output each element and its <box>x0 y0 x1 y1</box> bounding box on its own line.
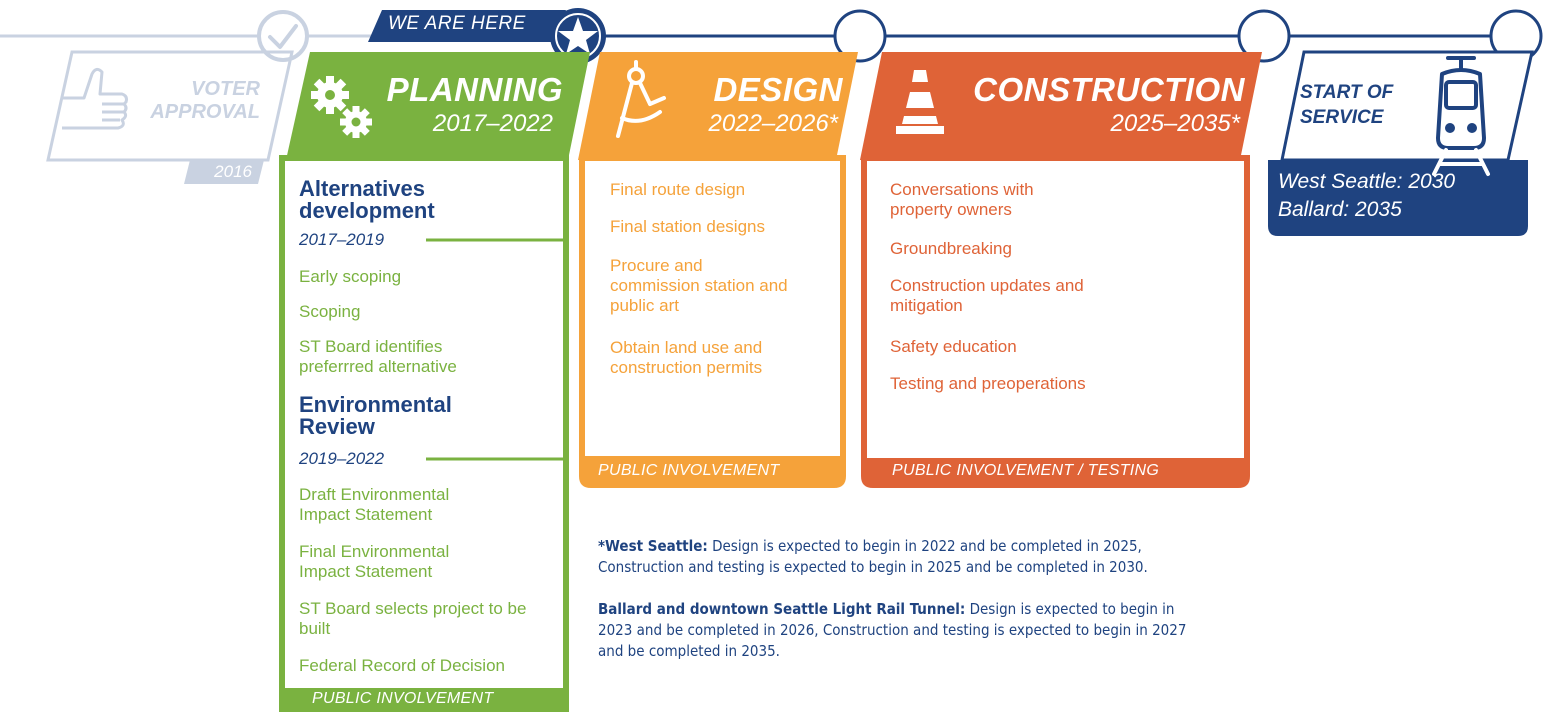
alternatives-development-heading: Alternatives development <box>299 176 435 223</box>
construction-item: Testing and preoperations <box>890 374 1086 393</box>
alternatives-development-years: 2017–2019 <box>299 230 385 249</box>
note-west-seattle-text: Design is expected to begin in 2022 and … <box>598 537 1148 576</box>
construction-title: CONSTRUCTION <box>973 71 1245 108</box>
design-item: Final route design <box>610 180 746 199</box>
checkmark-circle-icon <box>257 10 309 62</box>
milestone-circle-construction <box>1237 9 1291 63</box>
milestone-circle-design <box>833 9 887 63</box>
start-of-service-title: START OF SERVICE <box>1300 80 1420 130</box>
construction-footer: PUBLIC INVOLVEMENT / TESTING <box>892 462 1160 479</box>
design-footer: PUBLIC INVOLVEMENT <box>598 462 780 479</box>
service-west-seattle: West Seattle: 2030 <box>1278 170 1456 193</box>
thumbs-up-icon <box>62 67 128 130</box>
service-dates: West Seattle: 2030 Ballard: 2035 <box>1278 168 1523 224</box>
voter-title-line1: VOTER <box>191 78 260 100</box>
traffic-cone-icon <box>896 70 944 134</box>
voter-approval-title: VOTER APPROVAL <box>150 78 260 124</box>
planning-years: 2017–2022 <box>432 110 553 137</box>
note-ballard-label: Ballard and downtown Seattle Light Rail … <box>598 600 966 618</box>
light-rail-train-icon <box>1432 56 1490 176</box>
service-ballard: Ballard: 2035 <box>1278 198 1402 221</box>
construction-item: Safety education <box>890 337 1017 356</box>
planning-footer: PUBLIC INVOLVEMENT <box>312 690 494 707</box>
design-item: Procure and commission station and publi… <box>610 256 788 315</box>
construction-years: 2025–2035* <box>1110 110 1240 137</box>
construction-item: Construction updates and mitigation <box>890 276 1084 315</box>
service-title-line1: START OF <box>1300 82 1394 103</box>
note-west-seattle: *West Seattle: Design is expected to beg… <box>598 536 1158 578</box>
service-title-line2: SERVICE <box>1300 107 1384 128</box>
design-years: 2022–2026* <box>708 110 838 137</box>
planning-item: ST Board identifies preferrred alternati… <box>299 337 457 376</box>
construction-item: Conversations with property owners <box>890 180 1034 219</box>
star-icon <box>550 8 606 64</box>
voter-title-line2: APPROVAL <box>150 101 260 123</box>
note-ballard: Ballard and downtown Seattle Light Rail … <box>598 599 1188 662</box>
construction-item: Groundbreaking <box>890 239 1012 258</box>
planning-item: Early scoping <box>299 267 402 286</box>
planning-item: Federal Record of Decision <box>299 656 505 675</box>
design-item: Obtain land use and construction permits <box>610 338 763 377</box>
compass-icon <box>616 60 666 138</box>
planning-title: PLANNING <box>386 71 563 108</box>
design-item: Final station designs <box>610 217 765 236</box>
design-title: DESIGN <box>713 71 843 108</box>
note-west-seattle-label: *West Seattle: <box>598 537 708 555</box>
planning-item: Scoping <box>299 302 361 321</box>
note-ballard-text: Design is expected to begin in 2023 and … <box>598 600 1187 660</box>
planning-item: Final Environmental Impact Statement <box>299 542 450 581</box>
planning-item: ST Board selects project to be built <box>299 599 527 638</box>
environmental-review-years: 2019–2022 <box>299 449 385 468</box>
planning-item: Draft Environmental Impact Statement <box>299 485 450 524</box>
we-are-here-label: WE ARE HERE <box>388 13 526 34</box>
voter-approval-year: 2016 <box>214 162 252 181</box>
environmental-review-heading: Environmental Review <box>299 392 452 439</box>
gears-icon <box>311 76 372 138</box>
